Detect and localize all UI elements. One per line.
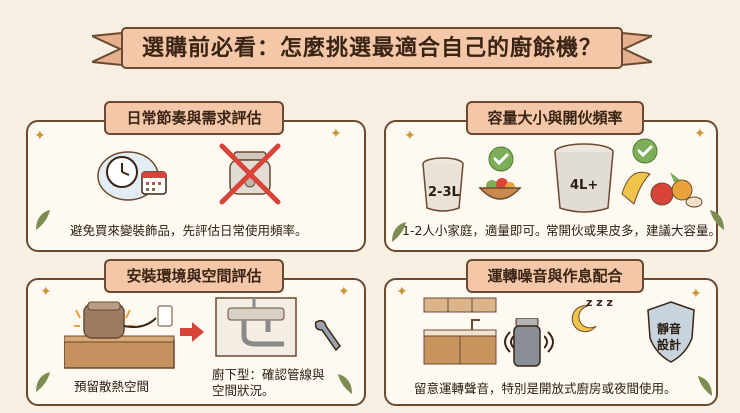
leaf-decoration-icon	[710, 210, 724, 230]
star-icon: ✦	[404, 128, 416, 144]
shield-icon	[646, 300, 696, 368]
star-icon: ✦	[396, 284, 408, 300]
panel-daily-rhythm	[26, 120, 366, 252]
arrow-right-icon	[180, 322, 204, 346]
large-bin-icon	[552, 142, 616, 220]
page-title: 選購前必看：怎麼挑選最適合自己的廚餘機？	[141, 36, 602, 61]
under-sink-pipes-icon	[214, 296, 298, 362]
sleep-text: z z z	[586, 296, 613, 309]
check-icon	[632, 138, 658, 168]
wrench-icon	[312, 318, 342, 356]
panel-title-noise: 運轉噪音與作息配合	[466, 259, 644, 293]
countertop-machine-icon	[63, 300, 182, 376]
shield-text-line2: 設計	[657, 338, 682, 352]
panel-title-installation: 安裝環境與空間評估	[104, 259, 284, 293]
clock-calendar-icon	[96, 144, 176, 208]
leaf-decoration-icon	[392, 222, 406, 242]
small-bin-label: 2-3L	[428, 185, 460, 200]
moon-icon	[568, 304, 598, 338]
panel-daily-rhythm-caption: 避免買來變裝飾品，先評估日常使用頻率。	[70, 223, 308, 238]
leaf-decoration-icon	[36, 210, 50, 230]
sound-waves-icon	[498, 330, 515, 358]
star-icon: ✦	[34, 128, 46, 144]
large-bin-label: 4L+	[570, 178, 599, 193]
unused-appliance-icon	[218, 142, 282, 210]
star-icon: ✦	[40, 284, 52, 300]
ribbon-shape	[92, 27, 652, 69]
installation-caption-right-line2: 空間狀況。	[212, 383, 275, 398]
salad-bowl-icon	[478, 176, 522, 208]
star-icon: ✦	[694, 126, 706, 142]
leaf-decoration-icon	[338, 374, 352, 394]
panel-title-capacity: 容量大小與開伙頻率	[466, 101, 644, 135]
main-title-ribbon: 選購前必看：怎麼挑選最適合自己的廚餘機？	[92, 26, 652, 72]
star-icon: ✦	[690, 286, 702, 302]
star-icon: ✦	[330, 126, 342, 142]
sound-waves-icon	[543, 330, 560, 358]
star-icon: ✦	[338, 284, 350, 300]
installation-caption-left: 預留散熱空間	[74, 379, 150, 394]
leaf-decoration-icon	[36, 372, 50, 392]
check-icon	[488, 146, 514, 176]
capacity-caption-right: 常開伙或果皮多，建議大容量。	[546, 223, 722, 238]
shield-text-line1: 靜音	[657, 322, 682, 336]
noise-caption: 留意運轉聲音，特別是開放式廚房或夜間使用。	[414, 381, 677, 396]
kitchen-cabinet-icon	[422, 296, 498, 370]
food-scraps-icon	[620, 164, 704, 214]
capacity-caption-left: 1-2人小家庭，適量即可。	[402, 223, 548, 238]
small-bin-icon	[420, 156, 466, 218]
disposer-icon	[512, 317, 542, 374]
panel-title-daily-rhythm: 日常節奏與需求評估	[104, 101, 284, 135]
installation-caption-right-line1: 廚下型：確認管線與	[212, 367, 325, 382]
leaf-decoration-icon	[698, 376, 712, 396]
